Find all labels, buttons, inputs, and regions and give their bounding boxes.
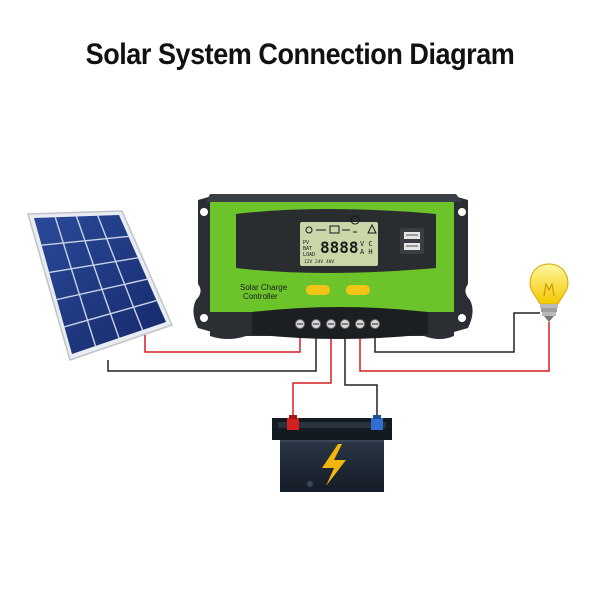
light-bulb-icon	[529, 263, 569, 322]
controller-label-line1: Solar Charge	[240, 283, 288, 292]
lcd-units-bottom: A H	[360, 248, 373, 256]
panel-cell-divider	[75, 216, 120, 339]
lcd-label-bat: BAT	[303, 246, 312, 252]
wires	[107, 312, 550, 418]
lcd-voltage-12v: 12V	[304, 259, 312, 265]
menu-button[interactable]	[306, 285, 330, 295]
controller-label-line2: Controller	[243, 292, 278, 301]
panel-cell-divider	[54, 217, 97, 347]
panel-cell-divider	[41, 235, 129, 246]
lcd-screen	[300, 222, 378, 266]
battery-level-icon	[329, 225, 340, 234]
battery-positive-terminal	[287, 418, 299, 430]
panel-negative-wire	[107, 327, 317, 372]
battery-negative-wire	[344, 327, 378, 418]
solar-charge-controller: PV BAT LOAD 8888 V C A H 12V 24V 48V Sol…	[193, 194, 473, 339]
panel-cell-divider	[56, 278, 148, 301]
battery-negative-terminal	[371, 418, 383, 430]
solar-panel-icon	[27, 210, 174, 361]
battery-positive-wire	[292, 327, 332, 418]
lcd-readout: 8888	[320, 238, 359, 257]
lcd-units-top: V C	[360, 240, 373, 248]
lcd-label-pv: PV	[303, 240, 309, 246]
panel-cell-divider	[49, 257, 138, 274]
lcd-voltage-48v: 48V	[326, 259, 334, 265]
panel-cell-divider	[97, 215, 144, 331]
lcd-bulb-icon	[350, 215, 360, 233]
load-positive-wire	[359, 322, 550, 372]
sun-icon	[305, 226, 313, 234]
page-title: Solar System Connection Diagram	[85, 38, 515, 71]
lightning-bolt-icon	[322, 444, 346, 486]
usb-port-icon	[400, 228, 424, 254]
select-button[interactable]	[346, 285, 370, 295]
load-negative-wire	[374, 312, 540, 353]
lcd-label-load: LOAD	[303, 252, 315, 258]
panel-positive-wire	[144, 327, 301, 353]
warning-icon	[367, 223, 377, 234]
panel-cell-divider	[64, 299, 157, 328]
lcd-voltage-24v: 24V	[315, 259, 323, 265]
battery-icon	[272, 415, 392, 492]
